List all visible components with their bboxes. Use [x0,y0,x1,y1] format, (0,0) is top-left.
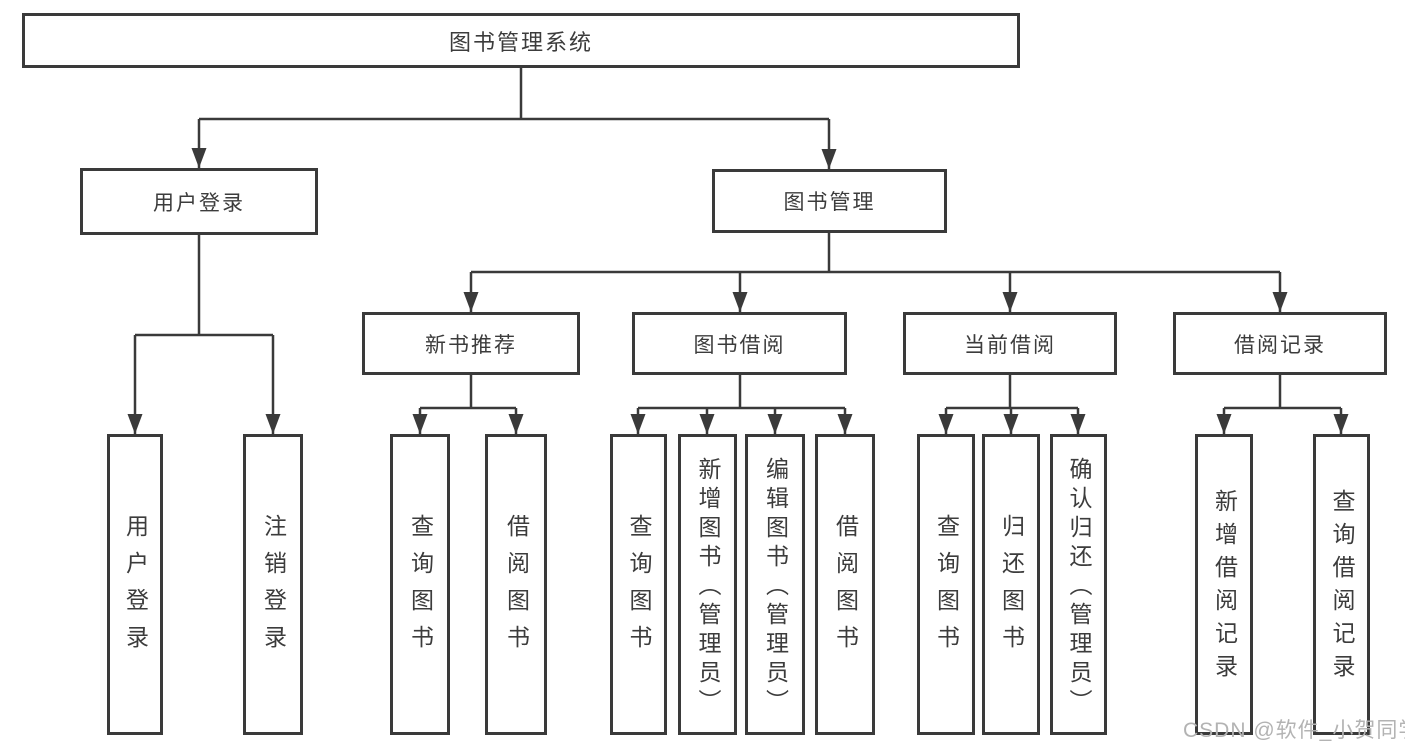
leaf-edit-books-admin: 编辑图书（管理员） [745,434,805,735]
leaf-borrow-books-recommend: 借阅图书 [485,434,547,735]
leaf-logout: 注销登录 [243,434,303,735]
node-book-borrow: 图书借阅 [632,312,847,375]
leaf-borrow-books: 借阅图书 [815,434,875,735]
node-user-login: 用户登录 [80,168,318,235]
leaf-query-borrow-record: 查询借阅记录 [1313,434,1370,735]
csdn-watermark: CSDN @软件_小贺同学 [1183,719,1405,742]
leaf-query-books-current: 查询图书 [917,434,975,735]
node-new-book-recommend: 新书推荐 [362,312,580,375]
leaf-confirm-return-admin: 确认归还（管理员） [1050,434,1107,735]
node-library-system: 图书管理系统 [22,13,1020,68]
node-borrow-records: 借阅记录 [1173,312,1387,375]
leaf-add-books-admin: 新增图书（管理员） [678,434,737,735]
node-book-management: 图书管理 [712,169,947,233]
node-current-borrow: 当前借阅 [903,312,1117,375]
leaf-user-login: 用户登录 [107,434,163,735]
leaf-return-books: 归还图书 [982,434,1040,735]
leaf-query-books-recommend: 查询图书 [390,434,450,735]
leaf-add-borrow-record: 新增借阅记录 [1195,434,1253,735]
leaf-query-books-borrow: 查询图书 [610,434,667,735]
